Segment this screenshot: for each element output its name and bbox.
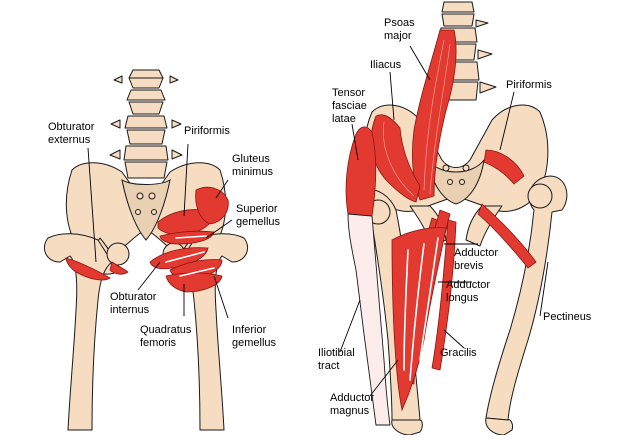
- left-leader-lines: [87, 143, 233, 319]
- label-gluteus-minimus: Gluteus minimus: [232, 153, 273, 178]
- piriformis-left-muscle: [157, 209, 214, 236]
- iliotibial-tract: [347, 213, 391, 426]
- adductor-group-mass: [391, 227, 447, 412]
- left-muscles: [65, 186, 229, 293]
- lumbar-spine-left: [109, 69, 183, 179]
- label-adductor-brevis: Adductor brevis: [454, 247, 501, 272]
- label-adductor-magnus: Adductor magnus: [330, 392, 377, 417]
- label-obturator-internus: Obturator internus: [110, 291, 160, 316]
- label-piriformis-left: Piriformis: [184, 125, 230, 137]
- label-piriformis-right: Piriformis: [506, 79, 552, 91]
- label-quadratus-femoris: Quadratus femoris: [140, 324, 194, 349]
- label-pectineus: Pectineus: [543, 311, 592, 323]
- right-muscles: [345, 29, 537, 426]
- label-gracilis: Gracilis: [440, 347, 477, 359]
- label-iliacus: Iliacus: [370, 59, 402, 71]
- gracilis-muscle: [431, 219, 457, 371]
- label-tensor-fasciae-latae: Tensor fasciae latae: [332, 87, 370, 125]
- label-psoas-major: Psoas major: [384, 17, 418, 42]
- obturator-externus-inner: [109, 261, 129, 275]
- tensor-fasciae-latae-muscle: [345, 126, 377, 217]
- right-figure: Psoas major Iliacus Tensor fasciae latae…: [318, 1, 592, 436]
- label-inferior-gemellus: Inferior gemellus: [232, 324, 277, 349]
- label-superior-gemellus: Superior gemellus: [236, 203, 281, 228]
- label-iliotibial-tract: Iliotibial tract: [318, 347, 358, 372]
- obturator-externus-muscle: [65, 257, 111, 281]
- left-figure: Obturator externus Piriformis Gluteus mi…: [44, 69, 281, 431]
- piriformis-right-muscle: [483, 149, 525, 185]
- right-leader-lines: [339, 45, 549, 397]
- pectineus-muscle: [477, 203, 537, 269]
- gluteus-minimus-muscle: [195, 186, 229, 225]
- label-obturator-externus: Obturator externus: [48, 121, 98, 146]
- psoas-major-muscle: [412, 29, 457, 201]
- label-adductor-longus: Adductor longus: [446, 279, 493, 304]
